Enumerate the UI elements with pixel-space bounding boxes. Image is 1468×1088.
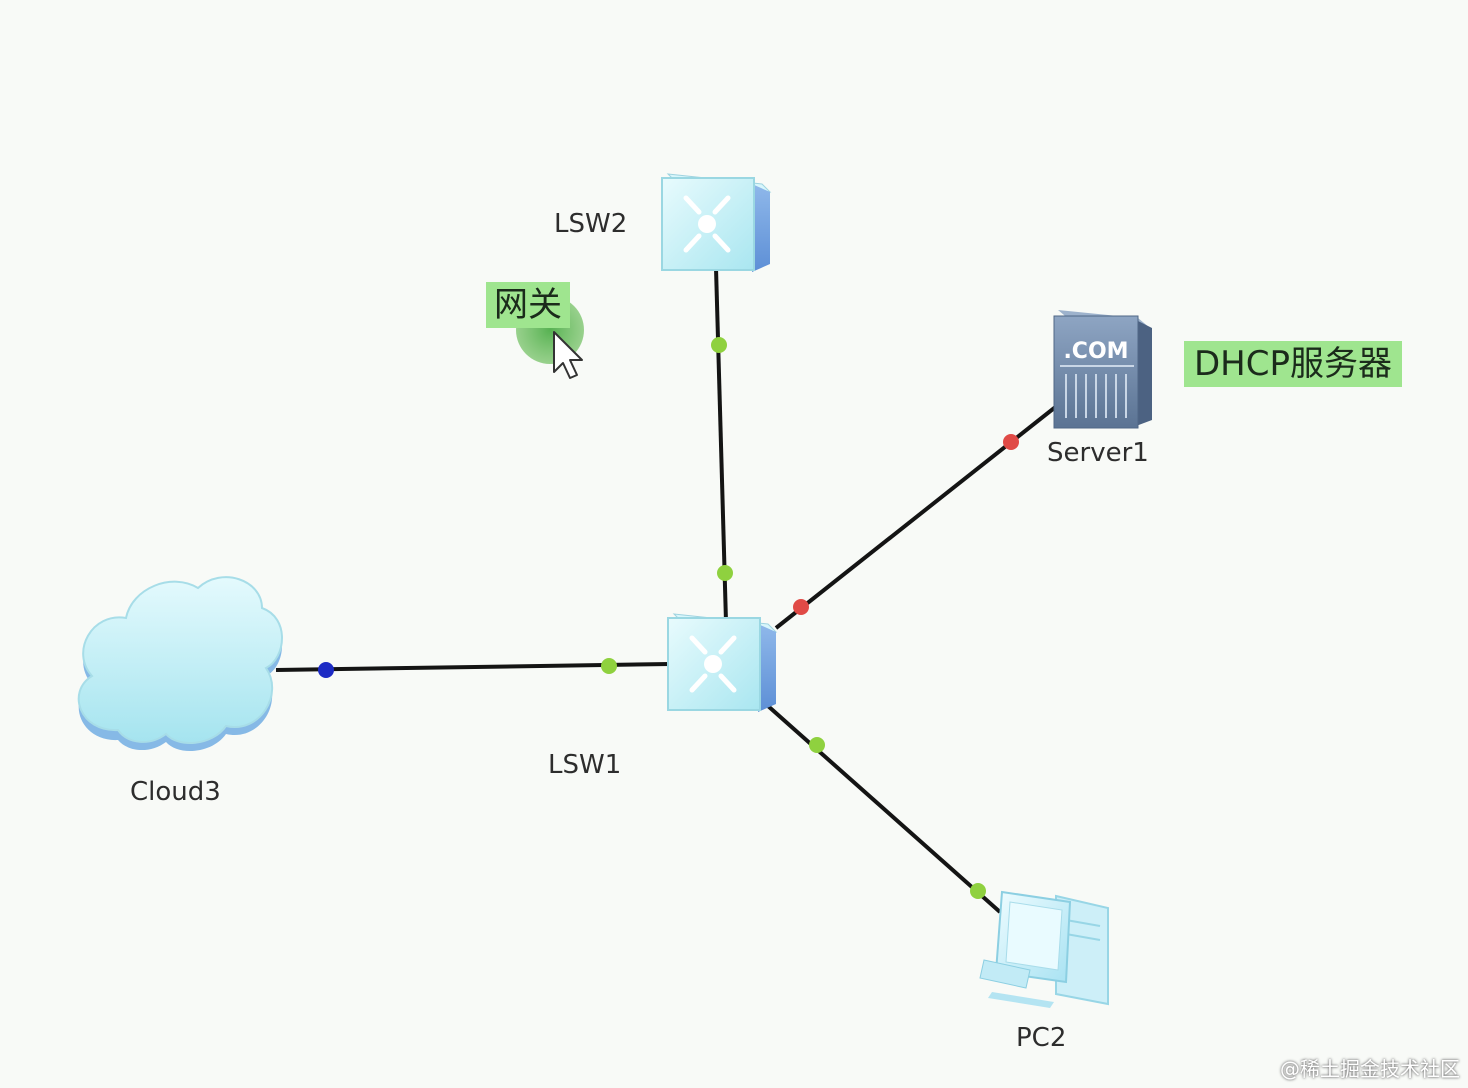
lsw1-label: LSW1 [548,750,622,780]
server1-server-icon[interactable]: .COM [1053,310,1152,429]
pc2-computer-icon[interactable] [979,890,1109,1008]
dhcp-server-note[interactable]: DHCP服务器 [1184,341,1402,387]
watermark: @稀土掘金技术社区 [1280,1057,1460,1081]
link-lsw1-lsw2[interactable] [714,267,728,623]
pc2-label: PC2 [1016,1023,1067,1053]
lsw1-switch-icon[interactable] [667,613,778,712]
cloud3-label: Cloud3 [130,777,221,807]
port-dot-lsw1-up [717,565,733,581]
lsw2-label: LSW2 [554,209,628,239]
port-dot-server1 [1003,434,1019,450]
server-com-badge: .COM [1063,339,1128,364]
port-dot-lsw1-left [601,658,617,674]
links [275,267,1060,914]
port-dot-cloud3 [318,662,334,678]
link-lsw1-pc2[interactable] [766,704,1002,914]
server1-label: Server1 [1047,438,1149,468]
port-dot-lsw1-down [809,737,825,753]
cloud3-cloud-icon[interactable] [77,576,283,752]
gateway-note[interactable]: 网关 [486,282,570,328]
lsw2-switch-icon[interactable] [661,173,772,272]
port-dot-lsw1-right [793,599,809,615]
port-indicators [318,337,1019,899]
port-dot-pc2 [970,883,986,899]
port-dot-lsw2-down [711,337,727,353]
